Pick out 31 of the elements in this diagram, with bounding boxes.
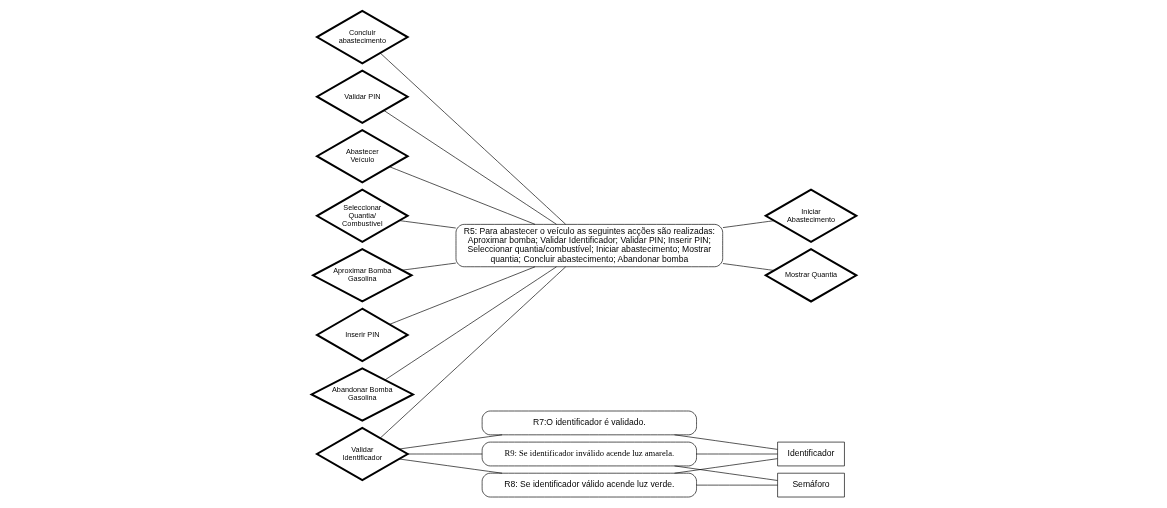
node-box: R7:O identificador é validado. xyxy=(481,410,697,436)
connector xyxy=(673,458,778,474)
node-diamond: Validar Identificador xyxy=(314,426,410,482)
node-diamond: Aproximar Bomba Gasolina xyxy=(310,248,414,303)
node-diamond: Mostrar Quantia xyxy=(763,248,858,303)
node-diamond: Inserir PIN xyxy=(314,307,410,363)
connector xyxy=(379,266,566,439)
connector xyxy=(401,262,456,271)
connector xyxy=(398,220,456,229)
connector xyxy=(379,52,566,225)
node-diamond: Abastecer Veículo xyxy=(314,128,410,184)
connector xyxy=(695,453,778,455)
node-diamond: Concluir abastecimento xyxy=(314,9,410,65)
node-diamond: Validar PIN xyxy=(314,69,410,124)
node-box: Semáforo xyxy=(776,472,845,498)
connector xyxy=(388,266,535,325)
connector xyxy=(383,110,557,225)
connector xyxy=(384,266,557,381)
connector xyxy=(673,465,778,481)
node-diamond: Abandonar Bomba Gasolina xyxy=(308,367,415,422)
node-box: R9: Se identificador inválido acende luz amarela. xyxy=(481,441,697,467)
node-box: R5: Para abastecer o veículo as seguintes acções são realizadas: Aproximar bomba; Validar Identificador; Validar PIN; Inserir PIN; Seleccionar quantia/combustível; Iniciar abastecimento; Mostrar quantia; Concluir abastecimento; Abandonar bomba xyxy=(455,224,723,268)
connector xyxy=(722,263,774,271)
node-box: R8: Se identificador válido acende luz verde. xyxy=(481,472,697,498)
node-box: Identificador xyxy=(776,441,845,467)
node-diamond: Iniciar Abastecimento xyxy=(763,188,858,244)
connector xyxy=(388,166,535,225)
connector xyxy=(407,453,482,455)
node-diamond: Seleccionar Quantia/ Combustível xyxy=(314,188,410,244)
connector xyxy=(722,220,774,228)
connector xyxy=(695,484,778,486)
